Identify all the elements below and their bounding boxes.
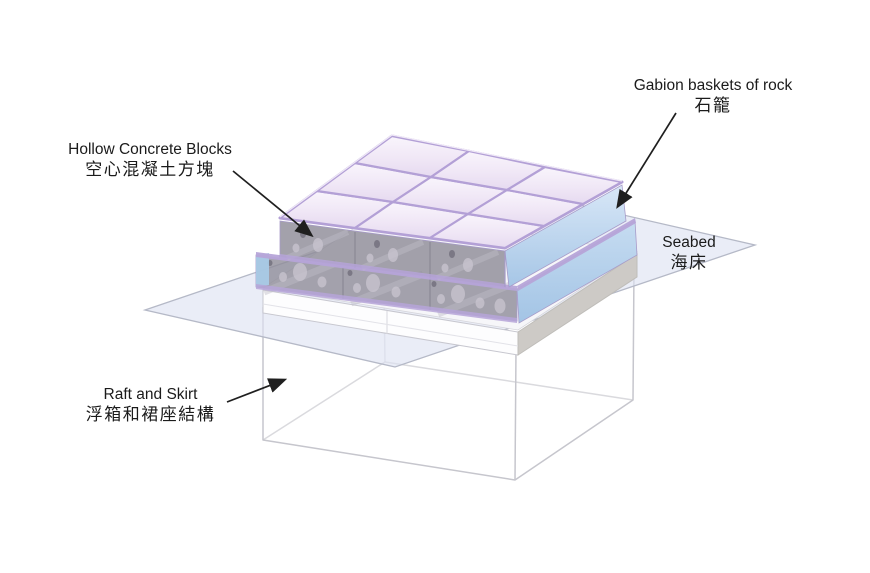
concrete-block-layer-upper (279, 184, 627, 288)
label-hollow-concrete-blocks-en: Hollow Concrete Blocks (68, 141, 232, 158)
arrow-raft-skirt (226, 378, 288, 403)
layer-bottom-rim (280, 254, 505, 288)
label-seabed-zh: 海床 (670, 253, 708, 273)
label-raft-and-skirt-zh: 浮箱和裙座結構 (85, 405, 216, 425)
box-back-bottom-edges (262, 361, 634, 441)
gabion-tile (505, 165, 624, 206)
block-seams (354, 232, 431, 278)
arrow-gabion-baskets (616, 112, 677, 209)
block-holes (267, 260, 506, 314)
slab-seam (262, 303, 519, 347)
grid-back-highlight (279, 134, 623, 218)
annotation-arrows (226, 112, 677, 403)
label-gabion-baskets: Gabion baskets of rock 石籠 (615, 76, 811, 118)
gabion-side-blue (504, 184, 627, 288)
label-raft-and-skirt: Raft and Skirt 浮箱和裙座結構 (78, 385, 223, 427)
block-left-end-cap (256, 253, 269, 287)
label-hollow-concrete-blocks-zh: 空心混凝土方塊 (85, 160, 215, 180)
gabion-grid (278, 134, 624, 250)
label-gabion-baskets-en: Gabion baskets of rock (633, 77, 793, 94)
label-seabed: Seabed 海床 (643, 233, 735, 275)
arrow-hollow-blocks (232, 170, 314, 238)
label-hollow-concrete-blocks: Hollow Concrete Blocks 空心混凝土方塊 (52, 140, 248, 182)
label-raft-and-skirt-en: Raft and Skirt (103, 386, 198, 403)
block-seams (342, 267, 431, 310)
slab-front-right-face (517, 253, 638, 356)
label-gabion-baskets-zh: 石籠 (694, 96, 732, 116)
layer-bottom-rim (256, 284, 517, 323)
box-front-vertical-edge (514, 348, 517, 481)
label-seabed-en: Seabed (662, 234, 716, 251)
block-holes (292, 230, 473, 273)
layer-top-rim-right (517, 218, 636, 291)
